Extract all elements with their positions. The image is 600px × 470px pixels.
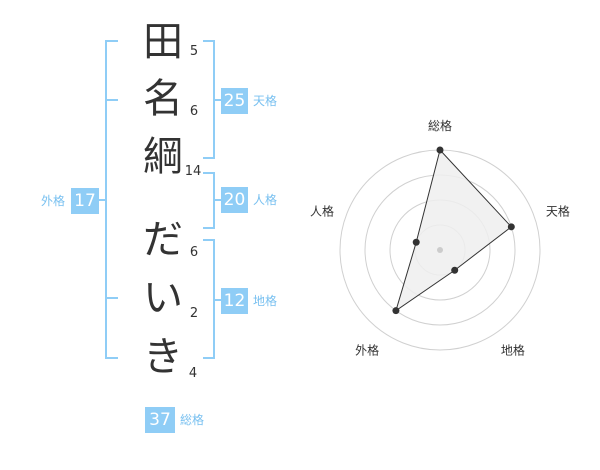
radar-axis-label-1: 総格 [428, 118, 452, 133]
soukaku-label: 総格 [180, 413, 205, 427]
stroke-count-2: 6 [189, 104, 199, 119]
soukaku-value: 37 [145, 407, 175, 433]
jinkaku-label: 人格 [253, 193, 278, 207]
name-char-2: 名 [143, 76, 183, 122]
radar-axis-label-3: 地格 [501, 342, 525, 357]
stroke-count-5: 2 [189, 306, 199, 321]
stroke-count-6: 4 [188, 366, 198, 381]
jinkaku-value: 20 [221, 187, 248, 213]
stroke-count-4: 6 [189, 245, 199, 260]
chikaku-label: 地格 [253, 294, 278, 308]
radar-point-1 [436, 146, 444, 154]
name-char-6: き [143, 334, 183, 380]
tenkaku-label: 天格 [253, 94, 278, 108]
radar-center-point [437, 247, 443, 253]
radar-point-2 [507, 223, 515, 231]
name-char-4: だ [143, 217, 183, 263]
name-char-3: 綱 [143, 134, 183, 180]
radar-point-3 [451, 266, 459, 274]
name-char-5: い [143, 275, 183, 321]
radar-point-4 [392, 307, 400, 315]
stroke-count-1: 5 [189, 44, 199, 59]
gaikaku-value: 17 [71, 188, 99, 214]
radar-axis-label-5: 人格 [310, 204, 334, 219]
radar-point-5 [412, 238, 420, 246]
radar-axis-label-2: 天格 [546, 204, 570, 219]
tenkaku-value: 25 [221, 88, 248, 114]
name-char-1: 田 [143, 19, 183, 65]
stroke-count-3: 14 [184, 164, 202, 179]
chikaku-value: 12 [221, 288, 248, 314]
radar-series-area [395, 148, 513, 312]
radar-axis-label-4: 外格 [355, 342, 379, 357]
gaikaku-label: 外格 [41, 194, 66, 208]
